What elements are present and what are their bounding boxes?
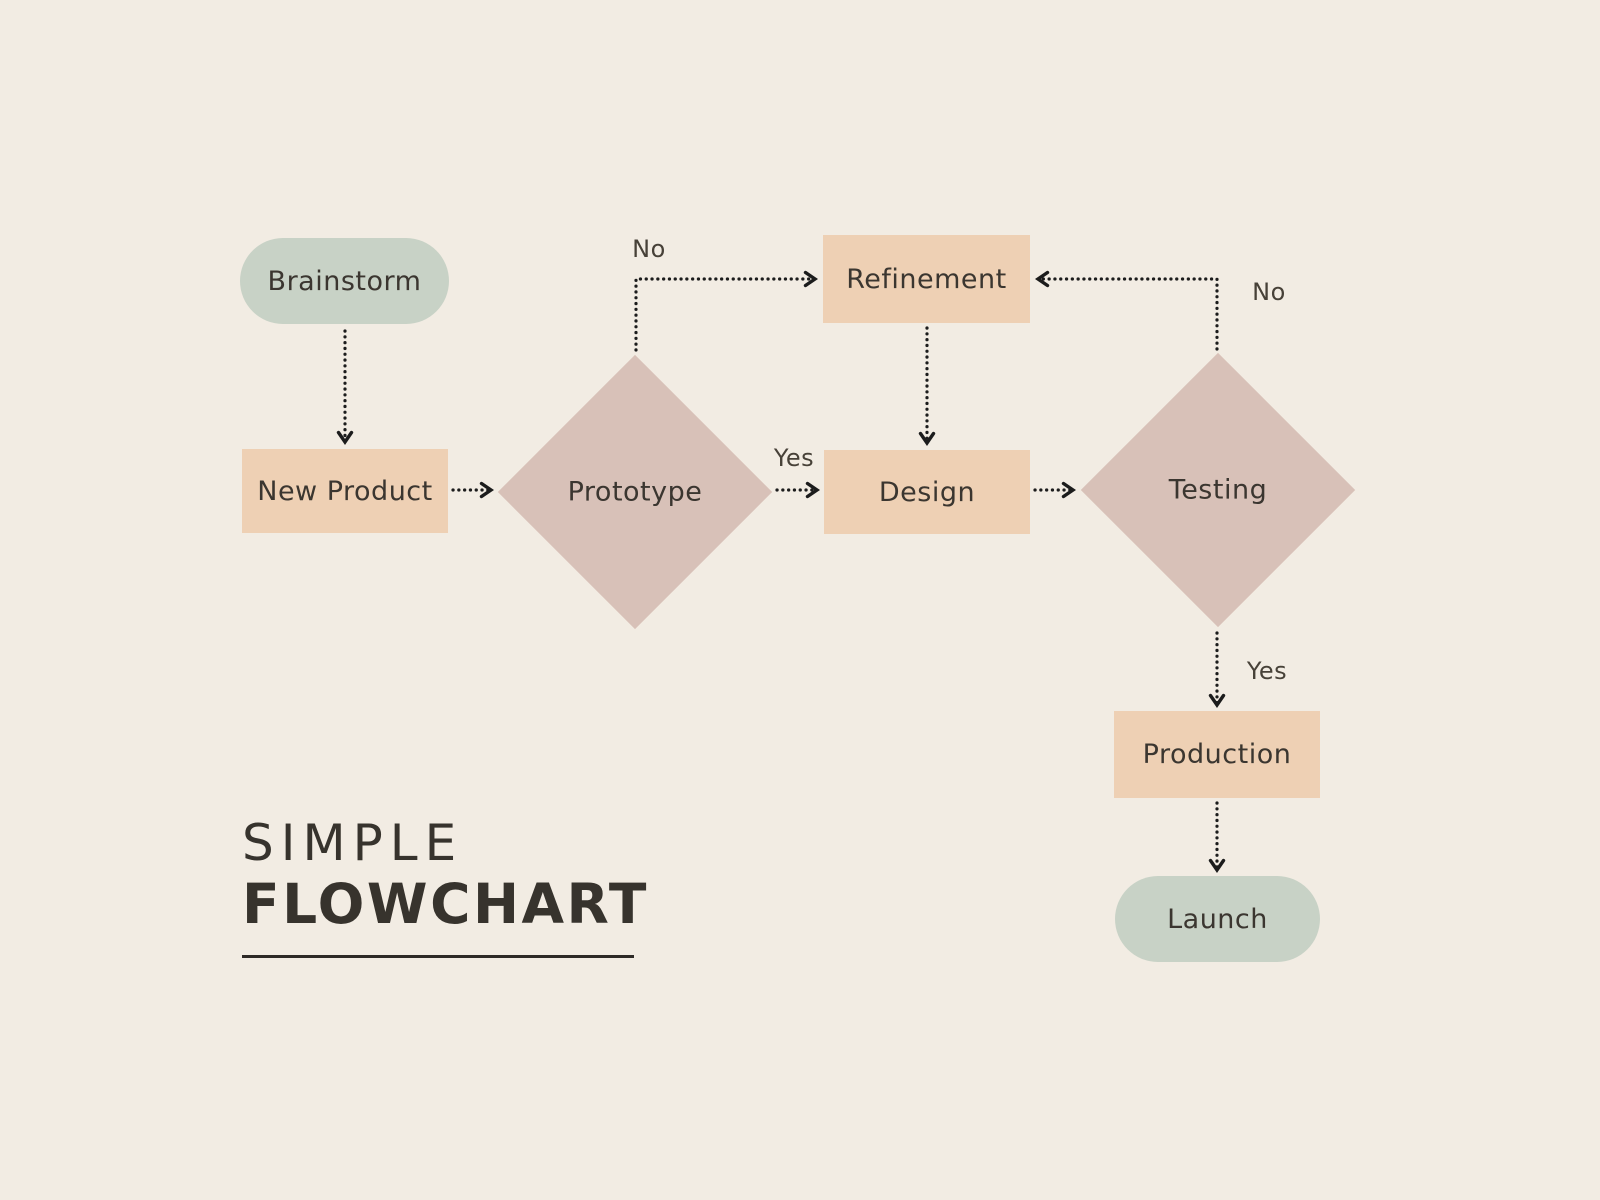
- edge-label-prototype-no: No: [632, 235, 666, 263]
- node-production-label: Production: [1142, 739, 1292, 770]
- title-line-simple: SIMPLE: [242, 814, 464, 872]
- node-brainstorm: Brainstorm: [240, 238, 449, 324]
- edge-label-testing-yes: Yes: [1246, 657, 1288, 685]
- node-new-product: New Product: [242, 449, 448, 533]
- node-design: Design: [824, 450, 1030, 534]
- node-production: Production: [1114, 711, 1320, 798]
- title-underline: [242, 955, 634, 958]
- node-launch-label: Launch: [1167, 903, 1268, 935]
- edge-label-prototype-yes: Yes: [773, 444, 815, 472]
- edge-testing-refinement-no: [1034, 270, 1219, 351]
- edge-prototype-refinement-no: [634, 270, 819, 352]
- node-prototype-label: Prototype: [567, 476, 703, 508]
- title-line-flowchart: FLOWCHART: [242, 872, 649, 936]
- node-refinement-label: Refinement: [846, 263, 1007, 295]
- node-new-product-label: New Product: [257, 475, 433, 507]
- node-refinement: Refinement: [823, 235, 1030, 323]
- node-testing-label: Testing: [1168, 474, 1268, 506]
- node-launch: Launch: [1115, 876, 1320, 962]
- edge-label-testing-no: No: [1252, 278, 1286, 306]
- node-brainstorm-label: Brainstorm: [267, 265, 422, 297]
- node-design-label: Design: [878, 476, 976, 508]
